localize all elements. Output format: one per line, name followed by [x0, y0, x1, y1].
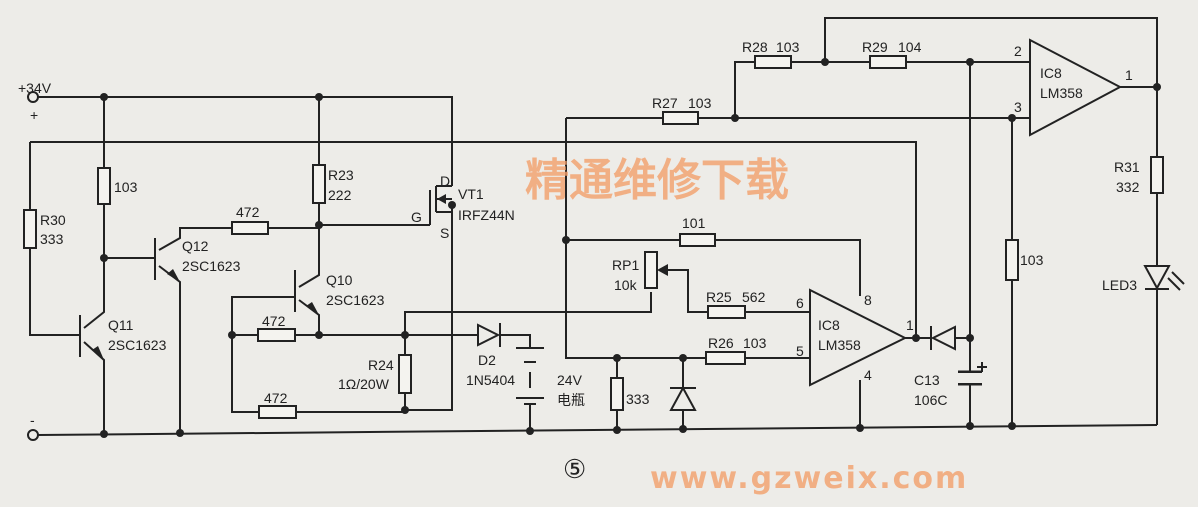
- r27-label: R27: [652, 95, 678, 111]
- led3-symbol: [1143, 265, 1185, 291]
- r-bottom-value: 472: [264, 390, 288, 406]
- led3-name: LED3: [1102, 277, 1137, 293]
- opamp-lower-symbol: [809, 288, 908, 387]
- battery-symbol: [516, 347, 544, 405]
- r28-label: R28: [742, 39, 768, 55]
- diode-output-symbol: [930, 325, 956, 351]
- q12-name: Q12: [182, 238, 209, 254]
- plus-sign: +: [30, 107, 38, 123]
- r23-name: R23: [328, 167, 354, 183]
- opamp-upper-symbol: [1029, 38, 1123, 137]
- resistor-r28: [754, 55, 792, 69]
- r30-value: 333: [40, 231, 64, 247]
- labels: +34V + - R30 333 103 Q11 2SC1623 Q12 2SC…: [18, 39, 1140, 484]
- diode-d2-symbol: [477, 323, 501, 347]
- c13-name: C13: [914, 372, 940, 388]
- capacitor-c13-symbol: [958, 362, 987, 386]
- pin5-label: 5: [796, 343, 804, 359]
- potentiometer-rp1: [644, 251, 658, 289]
- vt1-type: IRFZ44N: [458, 207, 515, 223]
- r-101-value: 101: [682, 215, 706, 231]
- vt1-name: VT1: [458, 186, 484, 202]
- watermark-title: 精通维修下载: [525, 155, 789, 206]
- vt1-pin-g: G: [411, 209, 422, 225]
- resistor-103-right: [1005, 239, 1019, 281]
- vt1-pin-d: D: [440, 173, 450, 189]
- resistor-r26: [705, 351, 746, 365]
- resistor-101: [679, 233, 716, 247]
- resistor-r29: [869, 55, 907, 69]
- r28-value: 103: [776, 39, 800, 55]
- r24-value: 1Ω/20W: [338, 376, 390, 392]
- battery-voltage: 24V: [557, 372, 583, 388]
- vt1-pin-s: S: [440, 225, 449, 241]
- r24-name: R24: [368, 357, 394, 373]
- zener-diode-symbol: [669, 385, 697, 411]
- pin1-upper-label: 1: [1125, 67, 1133, 83]
- pin8-label: 8: [864, 292, 872, 308]
- ic8-lower-name: IC8: [818, 317, 840, 333]
- r30-name: R30: [40, 212, 66, 228]
- r31-value: 332: [1116, 179, 1140, 195]
- r29-value: 104: [898, 39, 922, 55]
- q10-type: 2SC1623: [326, 292, 385, 308]
- rp1-name: RP1: [612, 257, 639, 273]
- battery-label: 电瓶: [557, 392, 585, 408]
- ic8-upper-type: LM358: [1040, 85, 1083, 101]
- q11-type: 2SC1623: [108, 337, 167, 353]
- wires: [29, 17, 1158, 436]
- d2-name: D2: [478, 352, 496, 368]
- r-333-value: 333: [626, 391, 650, 407]
- r-q11c-value: 103: [114, 179, 138, 195]
- c13-value: 106C: [914, 392, 947, 408]
- resistor-r31: [1150, 156, 1164, 194]
- r29-label: R29: [862, 39, 888, 55]
- r26-value: 103: [743, 335, 767, 351]
- resistor-472-q10: [257, 328, 296, 342]
- resistors: [23, 55, 1164, 419]
- resistor-472-bottom: [258, 405, 297, 419]
- watermark-url: www.gzweix.com: [650, 461, 968, 496]
- positive-terminal: [27, 91, 39, 103]
- rp1-value: 10k: [614, 277, 638, 293]
- r-q12c-value: 472: [236, 204, 260, 220]
- pin2-label: 2: [1014, 43, 1022, 59]
- pin3-label: 3: [1014, 99, 1022, 115]
- resistor-r30: [23, 209, 37, 249]
- r-q10b-value: 472: [262, 313, 286, 329]
- r25-value: 562: [742, 289, 766, 305]
- pin1-lower-label: 1: [906, 317, 914, 333]
- resistor-r23: [312, 164, 326, 204]
- ic8-upper-name: IC8: [1040, 65, 1062, 81]
- resistor-r24: [398, 354, 412, 394]
- minus-sign: -: [30, 412, 35, 428]
- resistor-333: [610, 377, 624, 411]
- resistor-r27: [662, 111, 699, 125]
- supply-label: +34V: [18, 80, 52, 96]
- r26-label: R26: [708, 335, 734, 351]
- pin4-label: 4: [864, 367, 872, 383]
- resistor-r25: [707, 305, 746, 319]
- r-103-right-value: 103: [1020, 252, 1044, 268]
- potentiometer-wiper-icon: [657, 264, 668, 276]
- q12-type: 2SC1623: [182, 258, 241, 274]
- negative-terminal: [27, 429, 39, 441]
- r27-value: 103: [688, 95, 712, 111]
- resistor-103: [97, 167, 111, 205]
- r31-name: R31: [1114, 159, 1140, 175]
- pin6-label: 6: [796, 295, 804, 311]
- mosfet-vt1-symbol: [429, 185, 453, 225]
- q10-name: Q10: [326, 272, 353, 288]
- d2-type: 1N5404: [466, 372, 515, 388]
- q11-name: Q11: [108, 317, 134, 333]
- figure-number: ⑤: [563, 454, 586, 484]
- resistor-472-q12: [231, 221, 269, 235]
- watermark: 精通维修下载 www.gzweix.com: [525, 155, 968, 496]
- transistors: [79, 238, 319, 360]
- junction-dots: [100, 58, 1161, 438]
- r23-value: 222: [328, 187, 352, 203]
- ic8-lower-type: LM358: [818, 337, 861, 353]
- r25-label: R25: [706, 289, 732, 305]
